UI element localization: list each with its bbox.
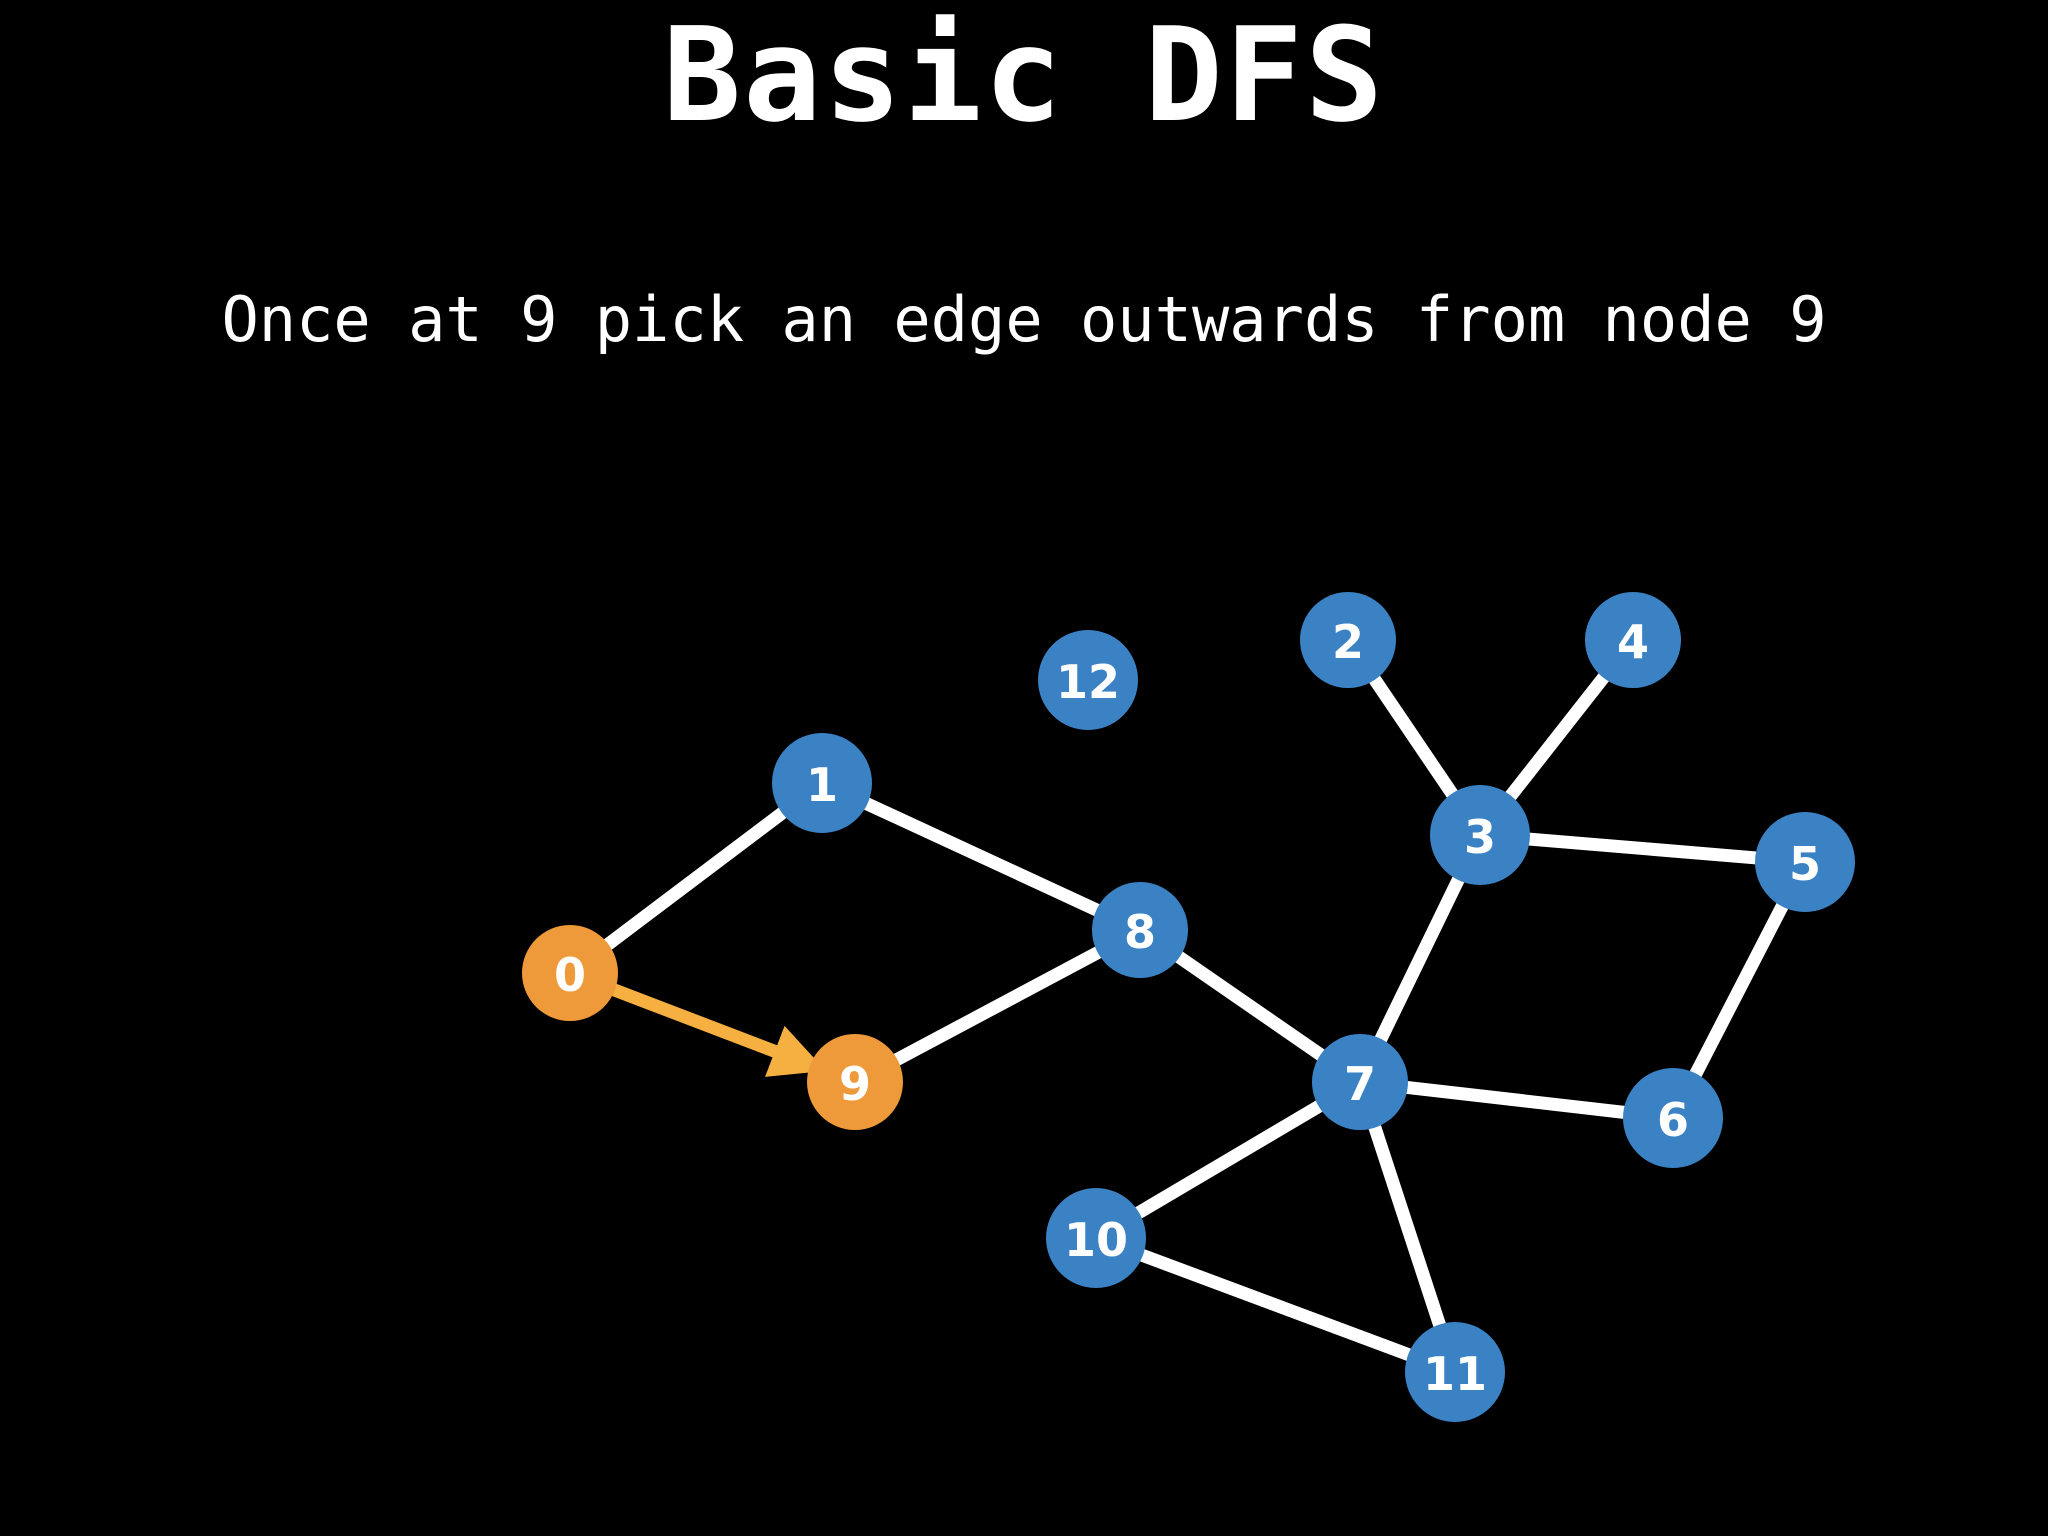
graph-edge <box>1136 1247 1415 1363</box>
graph-edge <box>1525 832 1760 865</box>
node-circle[interactable] <box>807 1034 903 1130</box>
graph-node-0[interactable]: 0 <box>522 925 618 1021</box>
graph-node-9[interactable]: 9 <box>807 1034 903 1130</box>
graph-node-8[interactable]: 8 <box>1092 882 1188 978</box>
node-circle[interactable] <box>522 925 618 1021</box>
graph-edge <box>1132 1098 1326 1221</box>
graph-edge <box>861 796 1103 918</box>
node-circle[interactable] <box>1092 882 1188 978</box>
node-circle[interactable] <box>1300 592 1396 688</box>
node-circle[interactable] <box>772 733 872 833</box>
node-circle[interactable] <box>1623 1068 1723 1168</box>
graph-edge <box>601 805 790 952</box>
graph-node-5[interactable]: 5 <box>1755 812 1855 912</box>
node-circle[interactable] <box>1046 1188 1146 1288</box>
graph-node-2[interactable]: 2 <box>1300 592 1396 688</box>
edge-layer <box>601 670 1790 1363</box>
graph-edge <box>1402 1080 1629 1120</box>
graph-node-1[interactable]: 1 <box>772 733 872 833</box>
graph-edge <box>1373 873 1466 1046</box>
node-circle[interactable] <box>1585 592 1681 688</box>
graph-edge <box>1503 670 1611 803</box>
node-circle[interactable] <box>1405 1322 1505 1422</box>
graph-node-10[interactable]: 10 <box>1046 1188 1146 1288</box>
graph-node-6[interactable]: 6 <box>1623 1068 1723 1168</box>
graph-node-7[interactable]: 7 <box>1312 1034 1408 1130</box>
graph-edge <box>1367 672 1460 801</box>
node-circle[interactable] <box>1755 812 1855 912</box>
graph-edge <box>890 944 1105 1068</box>
graph-edge <box>1688 899 1790 1081</box>
node-circle[interactable] <box>1038 630 1138 730</box>
slide-subtitle: Once at 9 pick an edge outwards from nod… <box>221 283 1827 356</box>
node-circle[interactable] <box>1430 785 1530 885</box>
page-title: Basic DFS <box>662 0 1386 151</box>
graph-node-11[interactable]: 11 <box>1405 1322 1505 1422</box>
traversal-arrow-layer <box>610 983 826 1077</box>
graph-node-4[interactable]: 4 <box>1585 592 1681 688</box>
graph-edge <box>1172 949 1328 1063</box>
node-circle[interactable] <box>1312 1034 1408 1130</box>
graph-node-12[interactable]: 12 <box>1038 630 1138 730</box>
graph-node-3[interactable]: 3 <box>1430 785 1530 885</box>
traversal-arrow <box>610 983 826 1077</box>
graph-edge <box>1367 1121 1447 1331</box>
